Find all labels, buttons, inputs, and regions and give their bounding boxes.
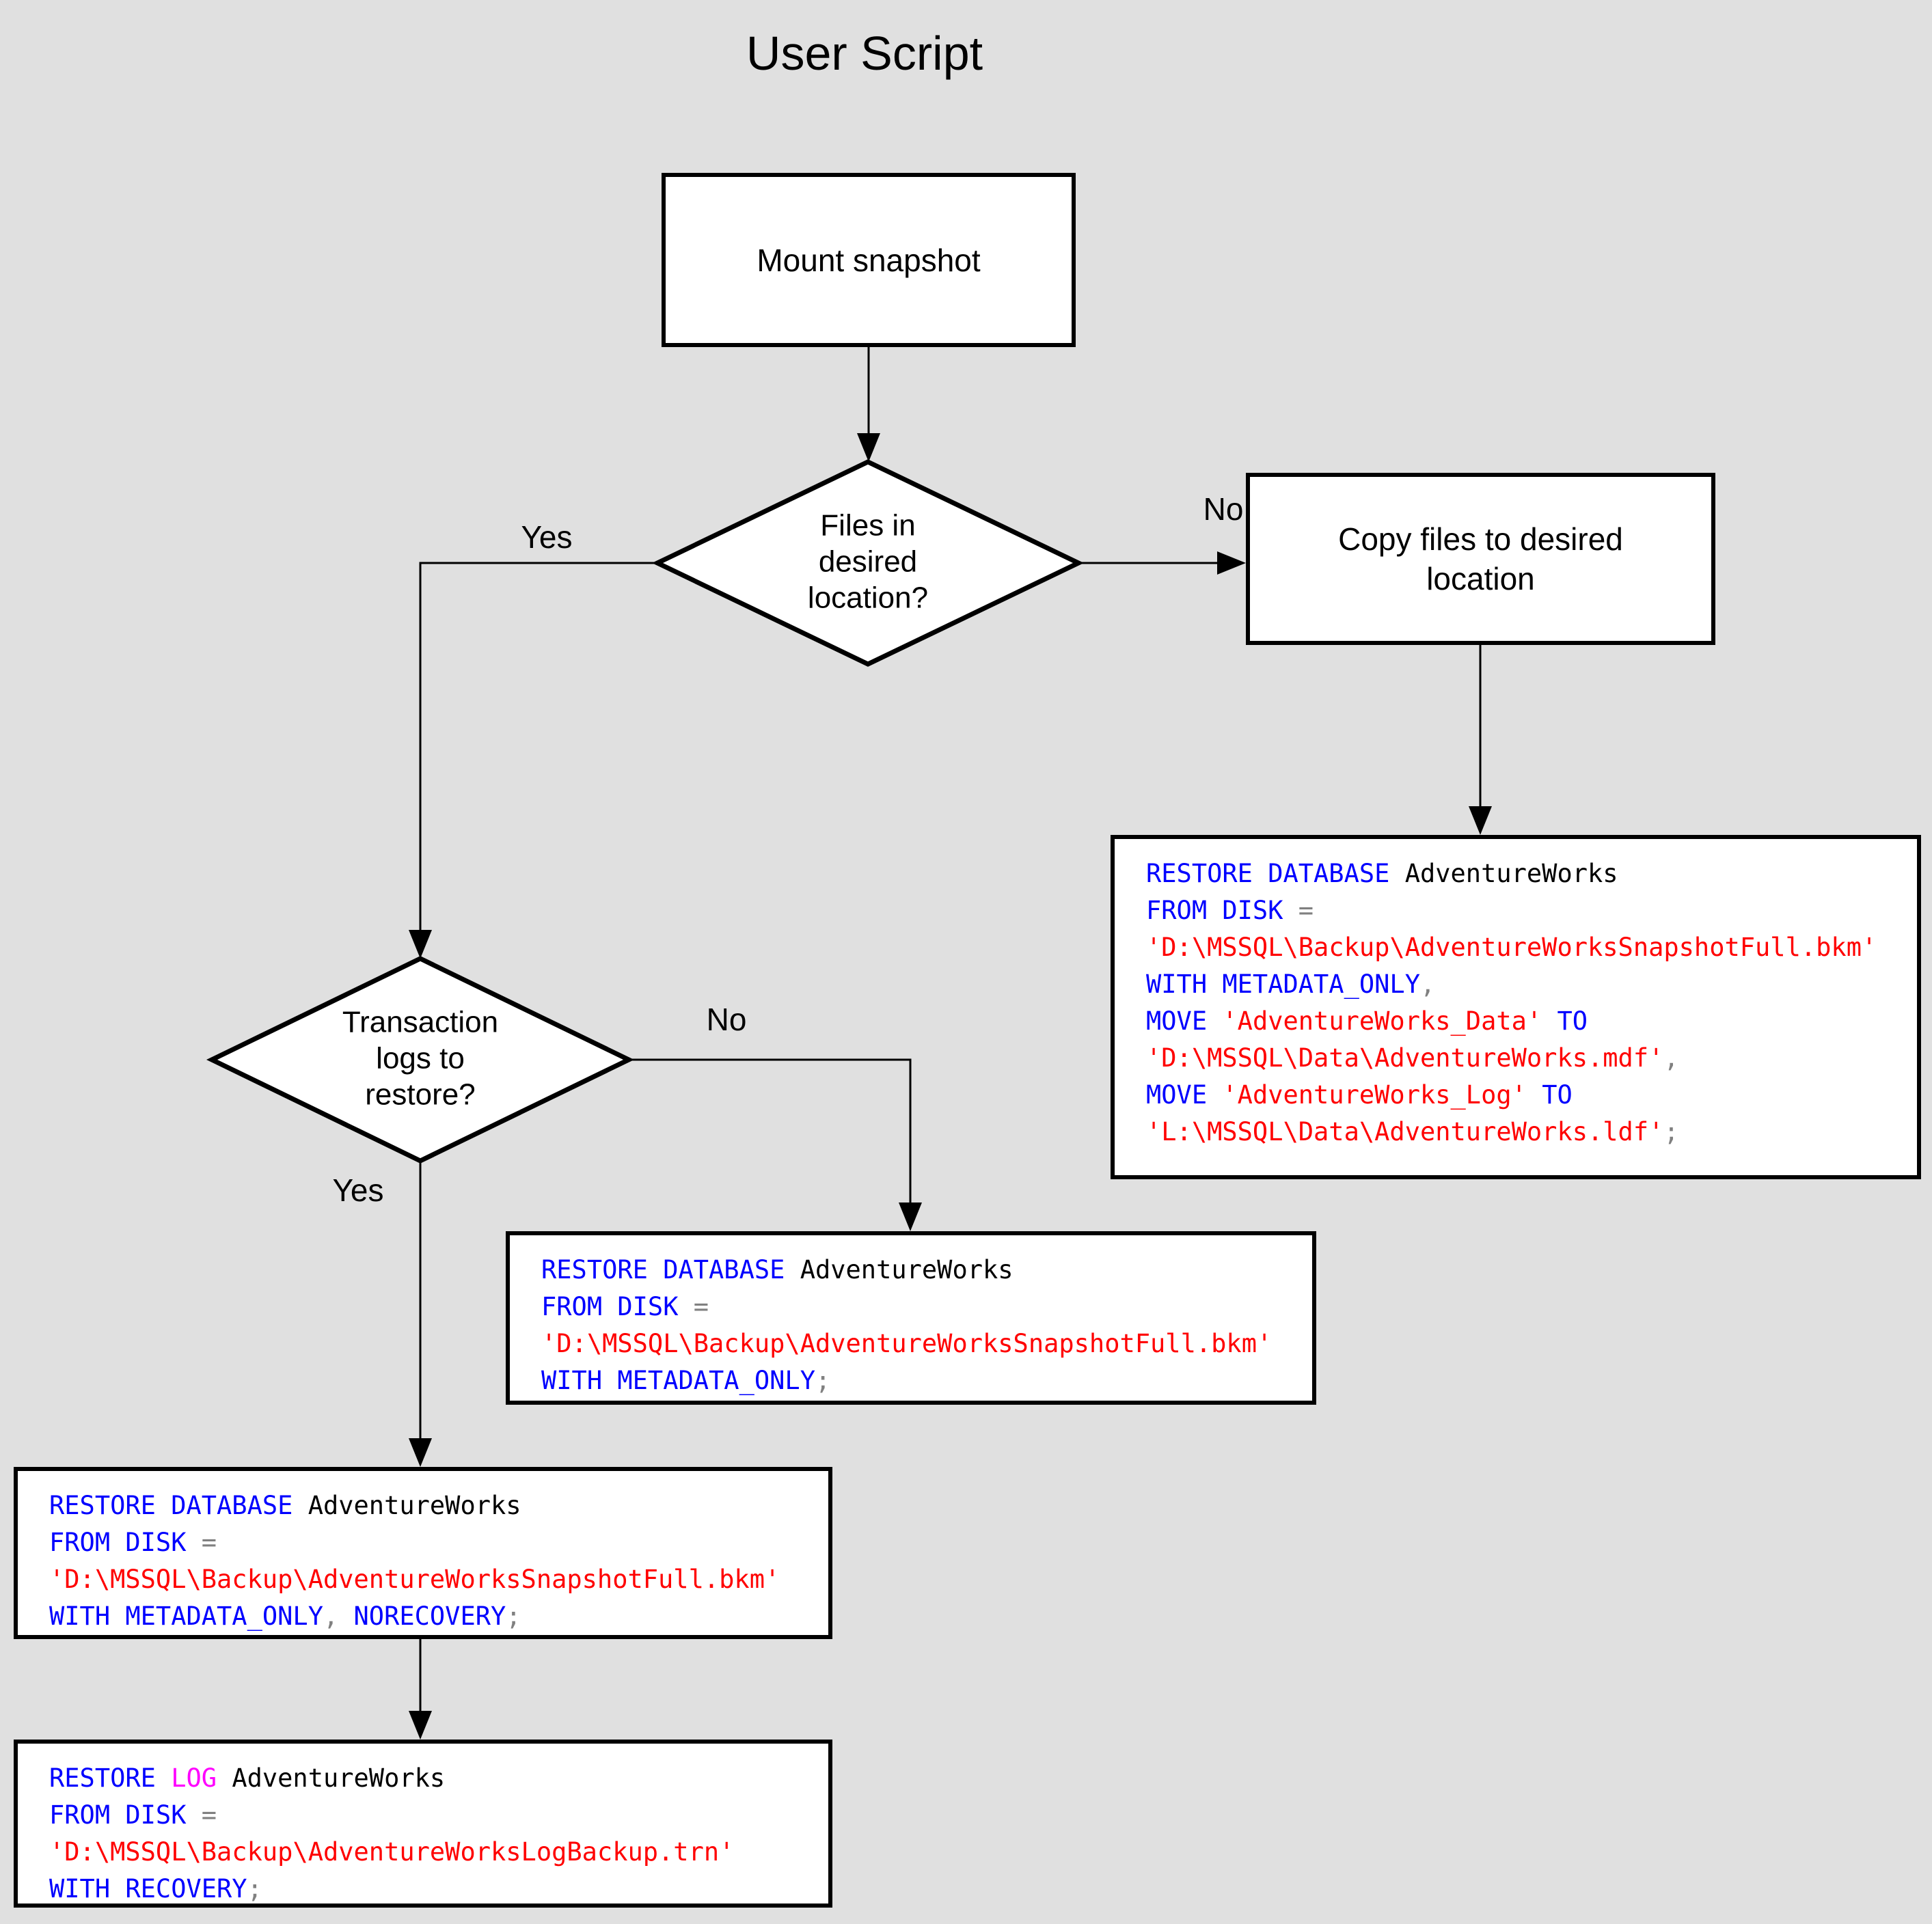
arrowhead-code-metadata xyxy=(899,1202,922,1231)
code-segment-keyword: TO xyxy=(1526,1080,1573,1110)
code-segment-operator: , xyxy=(323,1602,354,1631)
code-segment-keyword: RESTORE DATABASE xyxy=(1146,859,1405,888)
arrowhead-code-move xyxy=(1469,806,1492,835)
process-mount-snapshot: Mount snapshot xyxy=(662,173,1076,347)
edge-label-files-no: No xyxy=(1203,491,1244,527)
decision-files-label: Files in desired location? xyxy=(808,508,928,616)
code-segment-keyword: FROM DISK xyxy=(49,1800,202,1830)
code-segment-keyword: RESTORE xyxy=(49,1763,172,1793)
code-segment-keyword: FROM DISK xyxy=(49,1528,202,1557)
code-line: RESTORE LOG AdventureWorks xyxy=(49,1760,817,1797)
connector-logs-no xyxy=(629,1058,912,1202)
code-segment-operator: ; xyxy=(247,1874,262,1904)
code-line: 'D:\MSSQL\Backup\AdventureWorksSnapshotF… xyxy=(541,1325,1301,1362)
code-segment-keyword: RESTORE DATABASE xyxy=(541,1255,800,1284)
code-segment-keyword: FROM DISK xyxy=(541,1292,694,1321)
arrowhead-copy-box xyxy=(1217,551,1246,575)
code-segment-keyword: FROM DISK xyxy=(1146,896,1298,925)
edge-label-files-yes: Yes xyxy=(521,519,573,555)
arrowhead-code-log xyxy=(409,1711,432,1740)
decision-files-label-line3: location? xyxy=(807,581,929,615)
code-segment-operator: , xyxy=(1663,1043,1679,1073)
code-line: FROM DISK = xyxy=(49,1524,817,1561)
code-line: FROM DISK = xyxy=(49,1797,817,1834)
arrowhead-files-decision xyxy=(857,433,880,462)
code-line: FROM DISK = xyxy=(541,1289,1301,1325)
code-segment-operator: = xyxy=(201,1528,217,1557)
code-line: WITH RECOVERY; xyxy=(49,1871,817,1904)
code-segment-string: 'AdventureWorks_Data' xyxy=(1222,1006,1542,1036)
code-line: 'D:\MSSQL\Backup\AdventureWorksSnapshotF… xyxy=(49,1561,817,1598)
code-line: 'L:\MSSQL\Data\AdventureWorks.ldf'; xyxy=(1146,1114,1906,1151)
code-segment-identifier: AdventureWorks xyxy=(217,1763,446,1793)
code-line: RESTORE DATABASE AdventureWorks xyxy=(49,1487,817,1524)
code-line: WITH METADATA_ONLY; xyxy=(541,1362,1301,1399)
code-segment-identifier: AdventureWorks xyxy=(1404,859,1618,888)
decision-logs-label-line2: logs to xyxy=(376,1041,465,1075)
code-segment-keyword: MOVE xyxy=(1146,1006,1223,1036)
code-line: WITH METADATA_ONLY, NORECOVERY; xyxy=(49,1598,817,1635)
code-segment-identifier: AdventureWorks xyxy=(800,1255,1013,1284)
decision-logs-label: Transaction logs to restore? xyxy=(342,1004,498,1113)
code-segment-keyword: TO xyxy=(1542,1006,1588,1036)
code-segment-keyword: WITH METADATA_ONLY xyxy=(1146,970,1420,999)
copy-files-label-line2: location xyxy=(1426,561,1535,596)
code-segment-keyword: WITH RECOVERY xyxy=(49,1874,247,1904)
decision-logs-label-line1: Transaction xyxy=(342,1005,499,1039)
code-segment-keyword: WITH METADATA_ONLY xyxy=(541,1366,815,1395)
arrowhead-logs-decision xyxy=(409,930,432,959)
code-segment-log_keyword: LOG xyxy=(171,1763,217,1793)
code-segment-identifier: AdventureWorks xyxy=(308,1491,521,1520)
code-line: WITH METADATA_ONLY, xyxy=(1146,966,1906,1003)
code-line: 'D:\MSSQL\Backup\AdventureWorksLogBackup… xyxy=(49,1834,817,1871)
decision-transaction-logs xyxy=(206,956,635,1164)
page-title: User Script xyxy=(746,27,983,80)
code-line: FROM DISK = xyxy=(1146,892,1906,929)
code-segment-string: 'D:\MSSQL\Data\AdventureWorks.mdf' xyxy=(1146,1043,1664,1073)
code-line: 'D:\MSSQL\Data\AdventureWorks.mdf', xyxy=(1146,1040,1906,1077)
copy-files-label-line1: Copy files to desired xyxy=(1338,521,1623,557)
code-line: MOVE 'AdventureWorks_Log' TO xyxy=(1146,1077,1906,1114)
code-segment-string: 'D:\MSSQL\Backup\AdventureWorksSnapshotF… xyxy=(541,1329,1273,1358)
code-segment-operator: = xyxy=(201,1800,217,1830)
code-segment-keyword: WITH METADATA_ONLY xyxy=(49,1602,323,1631)
decision-files-in-location xyxy=(651,459,1085,667)
code-segment-operator: ; xyxy=(1663,1117,1679,1146)
edge-label-logs-yes: Yes xyxy=(332,1172,384,1208)
code-segment-operator: , xyxy=(1419,970,1436,999)
code-line: RESTORE DATABASE AdventureWorks xyxy=(1146,855,1906,892)
edge-label-logs-no: No xyxy=(706,1002,747,1037)
decision-files-label-line1: Files in xyxy=(820,508,916,542)
code-segment-string: 'D:\MSSQL\Backup\AdventureWorksLogBackup… xyxy=(49,1837,735,1867)
code-segment-operator: = xyxy=(693,1292,709,1321)
code-line: RESTORE DATABASE AdventureWorks xyxy=(541,1252,1301,1289)
code-line: 'D:\MSSQL\Backup\AdventureWorksSnapshotF… xyxy=(1146,929,1906,966)
mount-snapshot-label: Mount snapshot xyxy=(757,242,981,278)
connector-files-yes xyxy=(419,562,657,930)
code-segment-string: 'D:\MSSQL\Backup\AdventureWorksSnapshotF… xyxy=(49,1565,780,1594)
code-segment-operator: ; xyxy=(815,1366,831,1395)
code-segment-operator: ; xyxy=(506,1602,521,1631)
copy-files-label: Copy files to desired location xyxy=(1338,519,1623,599)
process-copy-files: Copy files to desired location xyxy=(1246,473,1715,645)
code-segment-string: 'D:\MSSQL\Backup\AdventureWorksSnapshotF… xyxy=(1146,933,1877,962)
decision-logs-label-line3: restore? xyxy=(365,1077,476,1112)
code-line: MOVE 'AdventureWorks_Data' TO xyxy=(1146,1003,1906,1040)
code-segment-keyword: NORECOVERY xyxy=(353,1602,506,1631)
code-segment-keyword: RESTORE DATABASE xyxy=(49,1491,308,1520)
code-segment-string: 'L:\MSSQL\Data\AdventureWorks.ldf' xyxy=(1146,1117,1664,1146)
decision-files-label-line2: desired xyxy=(818,545,918,579)
arrowhead-code-norecovery xyxy=(409,1438,432,1467)
code-segment-keyword: MOVE xyxy=(1146,1080,1223,1110)
code-segment-string: 'AdventureWorks_Log' xyxy=(1222,1080,1527,1110)
code-segment-operator: = xyxy=(1298,896,1314,925)
